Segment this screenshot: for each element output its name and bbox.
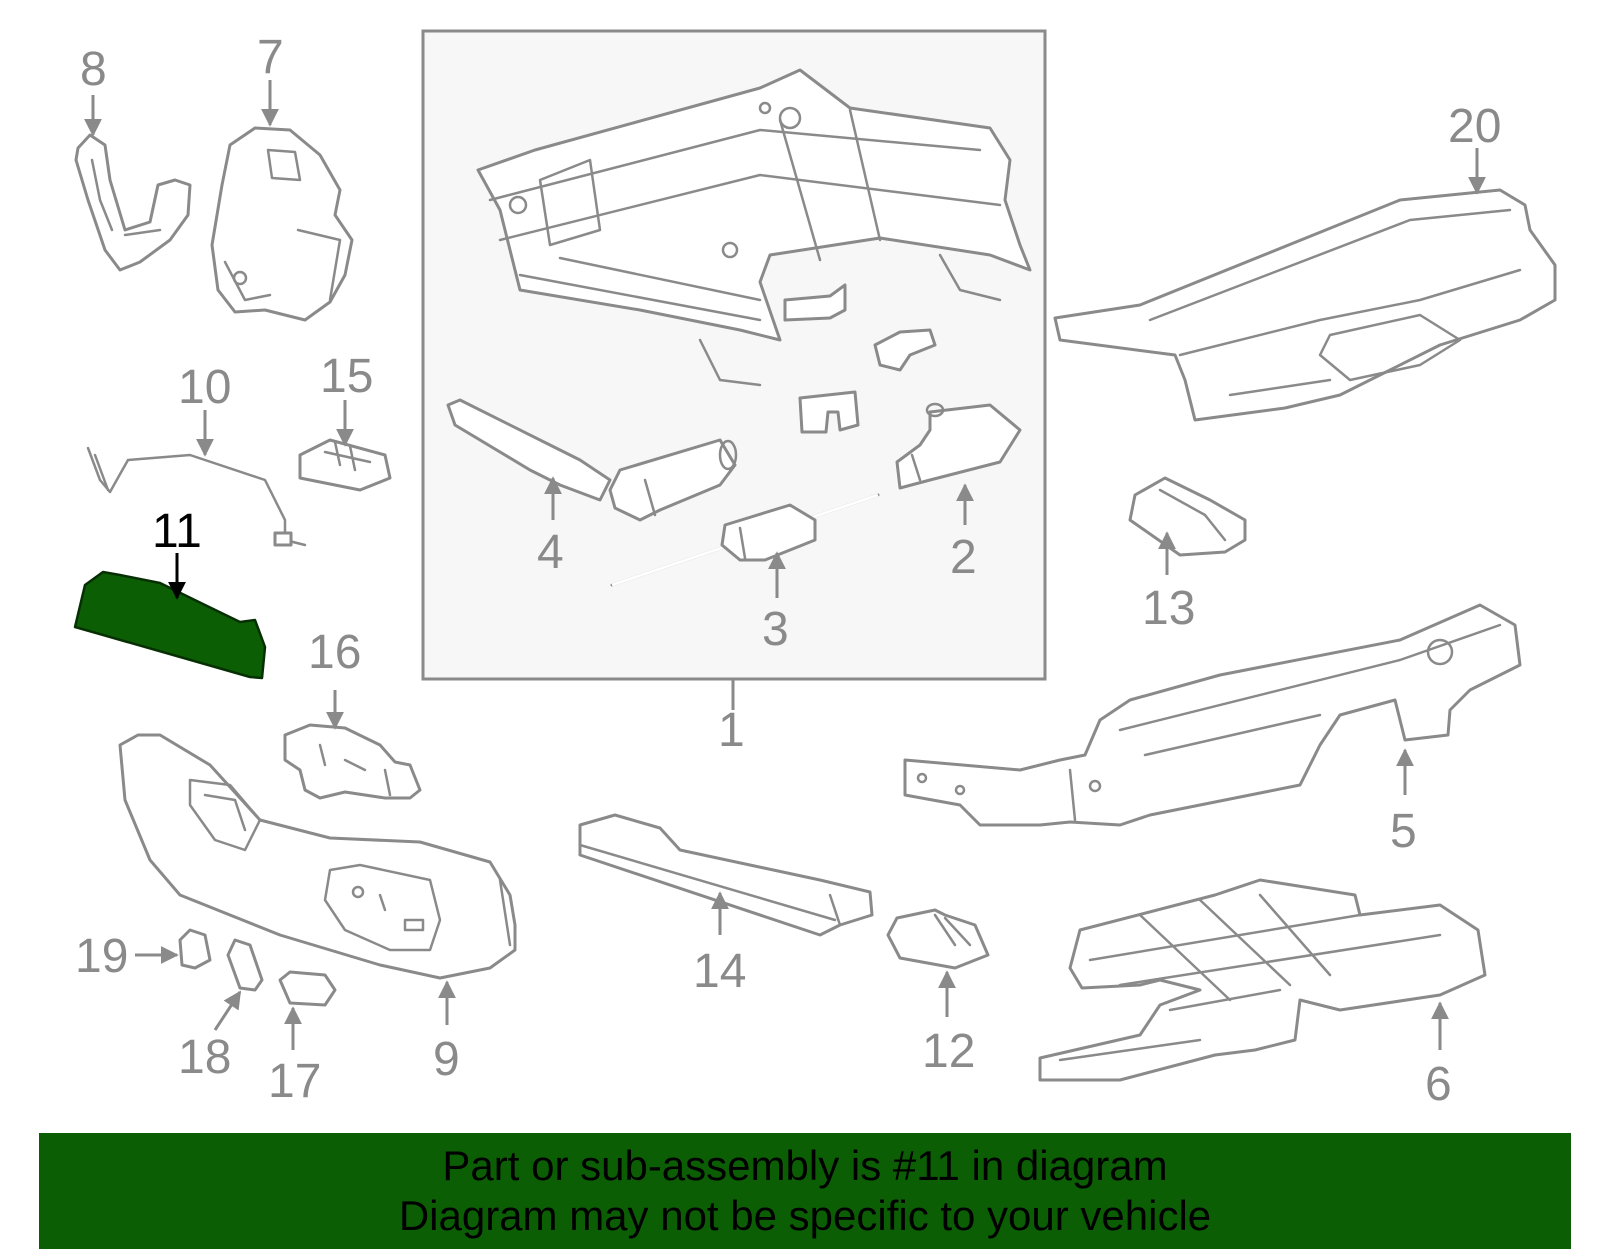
- callout-5: 5: [1390, 805, 1417, 858]
- callout-17: 17: [268, 1055, 321, 1108]
- banner-line-1: Part or sub-assembly is #11 in diagram: [442, 1142, 1168, 1189]
- part-12-latch[interactable]: [886, 908, 990, 970]
- callout-19: 19: [75, 930, 128, 983]
- callout-12: 12: [922, 1025, 975, 1078]
- callout-9: 9: [433, 1033, 460, 1086]
- callout-14: 14: [693, 945, 746, 998]
- callout-11: 11: [152, 505, 202, 558]
- callout-1: 1: [718, 704, 745, 757]
- part-2-motor[interactable]: [895, 402, 1022, 490]
- part-11-highlighted-cover[interactable]: [73, 570, 267, 680]
- callout-8: 8: [80, 43, 107, 96]
- part-3-drive-rod[interactable]: [610, 493, 880, 587]
- callout-15: 15: [320, 350, 373, 403]
- part-7-side-cover[interactable]: [210, 126, 354, 322]
- part-20-seat-pan[interactable]: [1053, 188, 1557, 422]
- part-1-seat-frame[interactable]: [476, 68, 1032, 387]
- part-6-lower-tray[interactable]: [1038, 878, 1487, 1082]
- part-4-motor-arm[interactable]: [446, 398, 738, 522]
- part-5-frame-rail[interactable]: [903, 603, 1522, 827]
- part-13-guide[interactable]: [1128, 476, 1247, 557]
- callout-10: 10: [178, 361, 231, 414]
- part-9-outer-shield[interactable]: [118, 733, 517, 980]
- part-8-bracket[interactable]: [74, 133, 192, 272]
- part-14-rail-cover[interactable]: [578, 813, 874, 937]
- info-banner: Part or sub-assembly is #11 in diagram D…: [39, 1133, 1571, 1249]
- part-19-knob[interactable]: [178, 928, 212, 970]
- callout-6: 6: [1425, 1058, 1452, 1111]
- callout-18: 18: [178, 1031, 231, 1084]
- leader-18: [213, 990, 242, 1031]
- part-15-connector[interactable]: [298, 438, 392, 492]
- callout-2: 2: [950, 531, 977, 584]
- callout-4: 4: [537, 526, 564, 579]
- part-16-bracket[interactable]: [283, 723, 422, 800]
- callout-3: 3: [762, 603, 789, 656]
- callout-16: 16: [308, 626, 361, 679]
- callout-7: 7: [257, 31, 284, 84]
- callout-20: 20: [1448, 100, 1501, 153]
- part-18-knob[interactable]: [226, 938, 264, 992]
- part-10-wire-harness[interactable]: [86, 446, 307, 547]
- banner-line-2: Diagram may not be specific to your vehi…: [398, 1192, 1212, 1239]
- box-clip-parts: [783, 283, 937, 434]
- callout-13: 13: [1142, 582, 1195, 635]
- part-17-switch[interactable]: [278, 970, 337, 1007]
